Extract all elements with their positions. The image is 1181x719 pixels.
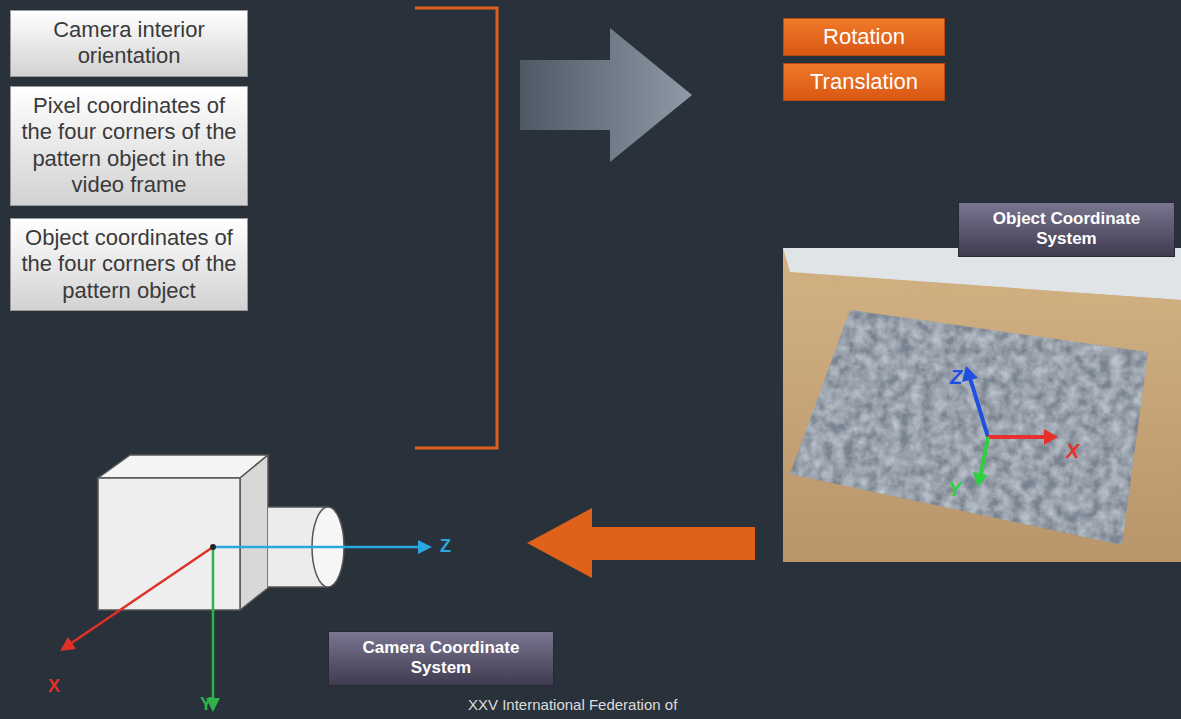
input-box: Object coordinates of the four corners o… <box>10 218 248 311</box>
box-text: Rotation <box>823 24 905 50</box>
process-arrow <box>520 28 692 162</box>
section-tag: Camera Coordinate System <box>328 631 554 686</box>
footer-text: XXV International Federation of <box>468 696 677 713</box>
axis-label: Z <box>440 536 451 557</box>
axis-label: Y <box>948 478 961 501</box>
axis-label: Z <box>950 366 962 389</box>
box-text: Translation <box>810 69 918 95</box>
input-box: Pixel coordinates of the four corners of… <box>10 86 248 206</box>
box-text: Camera Coordinate System <box>337 638 545 679</box>
bracket <box>415 8 497 448</box>
axis-label: X <box>48 676 60 697</box>
axis-label: Y <box>200 694 212 715</box>
box-text: Camera interior orientation <box>17 17 241 70</box>
box-text: Object coordinates of the four corners o… <box>17 225 241 304</box>
output-box: Translation <box>783 63 945 101</box>
transform-arrow <box>527 508 755 578</box>
pattern-photo <box>783 248 1181 562</box>
axis-label: X <box>1066 440 1079 463</box>
box-text: Object Coordinate System <box>967 209 1166 250</box>
section-tag: Object Coordinate System <box>958 202 1175 257</box>
box-text: Pixel coordinates of the four corners of… <box>17 93 241 199</box>
output-box: Rotation <box>783 18 945 56</box>
input-box: Camera interior orientation <box>10 10 248 77</box>
